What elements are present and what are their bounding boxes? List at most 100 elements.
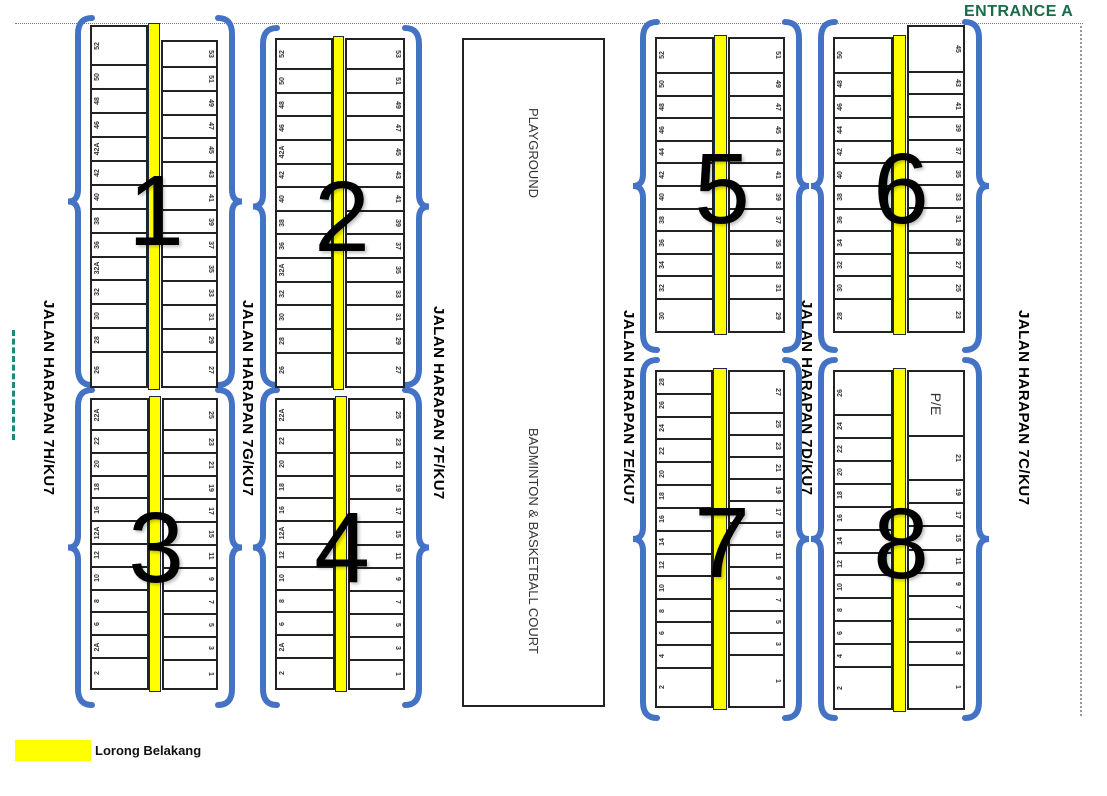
lot-cell[interactable]: 27	[163, 353, 216, 386]
lot-cell[interactable]: 36	[92, 234, 146, 258]
lot-cell[interactable]: 47	[163, 116, 216, 140]
lot-cell[interactable]: 45	[347, 141, 403, 165]
lot-cell[interactable]: 28	[92, 329, 146, 354]
lot-cell[interactable]: 24	[835, 416, 891, 439]
lot-cell[interactable]: 52	[657, 39, 712, 74]
lot-cell[interactable]: 51	[347, 70, 403, 94]
lot-cell[interactable]: 26	[92, 353, 146, 386]
lot-cell[interactable]: 42	[92, 162, 146, 186]
lot-cell[interactable]: 41	[347, 188, 403, 212]
lot-cell[interactable]: 40	[657, 187, 712, 210]
lot-cell[interactable]: 16	[277, 499, 333, 523]
lot-cell[interactable]: 8	[92, 591, 147, 614]
lot-cell[interactable]: 7	[164, 592, 216, 615]
lot-cell[interactable]: 40	[277, 188, 331, 212]
lot-cell[interactable]: 38	[277, 212, 331, 236]
lot-cell[interactable]: 32	[657, 277, 712, 301]
lot-cell[interactable]: 15	[909, 527, 963, 551]
lot-cell[interactable]: 19	[164, 477, 216, 501]
lot-cell[interactable]: 38	[835, 187, 891, 210]
lot-cell[interactable]: 14	[657, 532, 711, 555]
lot-cell[interactable]: 38	[92, 210, 146, 234]
lot-cell[interactable]: 16	[657, 509, 711, 532]
lot-cell[interactable]: 17	[909, 504, 963, 528]
lot-cell[interactable]: 12A	[92, 522, 147, 545]
lot-cell[interactable]: 21	[909, 437, 963, 482]
lot-cell[interactable]: 22A	[277, 400, 333, 432]
lot-cell[interactable]: 3	[909, 643, 963, 666]
lot-cell[interactable]: 2	[277, 659, 333, 688]
lot-cell[interactable]: 2A	[92, 636, 147, 659]
lot-cell[interactable]: 30	[277, 306, 331, 330]
lot-cell[interactable]: 41	[909, 95, 963, 119]
lot-cell[interactable]: 29	[347, 330, 403, 354]
lot-cell[interactable]: 20	[277, 454, 333, 477]
lot-cell[interactable]: 2	[835, 668, 891, 708]
lot-cell[interactable]: 50	[835, 39, 891, 74]
lot-cell[interactable]: 9	[909, 574, 963, 597]
lot-cell[interactable]: 44	[835, 119, 891, 142]
lot-cell[interactable]: 12	[277, 545, 333, 568]
lot-cell[interactable]: 1	[164, 661, 216, 688]
lot-cell[interactable]: 41	[730, 164, 783, 188]
lot-cell[interactable]: 3	[350, 638, 403, 661]
lot-cell[interactable]: 29	[909, 232, 963, 255]
lot-cell[interactable]: 50	[92, 66, 146, 91]
lot-cell[interactable]: 5	[909, 620, 963, 643]
lot-cell[interactable]: 35	[347, 259, 403, 283]
lot-cell[interactable]: 25	[164, 400, 216, 432]
lot-cell[interactable]: 43	[909, 73, 963, 96]
lot-cell[interactable]: 46	[657, 119, 712, 142]
lot-cell[interactable]: 18	[835, 485, 891, 508]
lot-cell[interactable]: 8	[835, 599, 891, 623]
lot-cell[interactable]: 12	[657, 555, 711, 578]
lot-cell[interactable]: 25	[909, 277, 963, 300]
lot-cell[interactable]: 10	[277, 568, 333, 591]
lot-cell[interactable]: 43	[163, 163, 216, 187]
lot-cell[interactable]: 52	[92, 27, 146, 67]
lot-cell[interactable]: 6	[657, 623, 711, 646]
lot-cell[interactable]: 27	[909, 254, 963, 278]
lot-cell[interactable]: 32	[277, 283, 331, 307]
lot-cell[interactable]: 21	[730, 458, 783, 480]
lot-cell[interactable]: 20	[92, 454, 147, 477]
lot-cell[interactable]: 25	[350, 400, 403, 432]
lot-cell[interactable]: 23	[350, 431, 403, 455]
lot-cell[interactable]: 19	[730, 480, 783, 502]
lot-cell[interactable]: 17	[350, 500, 403, 524]
lot-cell[interactable]: 7	[909, 597, 963, 620]
lot-cell[interactable]: 33	[163, 282, 216, 306]
lot-cell[interactable]: 39	[730, 187, 783, 210]
lot-cell[interactable]: 22	[657, 440, 711, 464]
lot-cell[interactable]: 9	[350, 569, 403, 592]
lot-cell[interactable]: 43	[347, 165, 403, 189]
lot-cell[interactable]: 21	[350, 454, 403, 478]
lot-cell[interactable]: 35	[909, 163, 963, 187]
lot-cell[interactable]: 3	[164, 638, 216, 661]
lot-cell[interactable]: 28	[277, 330, 331, 354]
lot-cell[interactable]: 20	[835, 462, 891, 485]
lot-cell[interactable]: 42A	[277, 141, 331, 165]
lot-cell[interactable]: 49	[347, 94, 403, 118]
lot-cell[interactable]: 51	[730, 39, 783, 74]
lot-cell[interactable]: 53	[163, 42, 216, 68]
lot-cell[interactable]: 42	[835, 142, 891, 165]
lot-cell[interactable]: 26	[657, 395, 711, 418]
lot-cell[interactable]: 45	[163, 139, 216, 164]
lot-cell[interactable]: 11	[909, 551, 963, 574]
lot-cell[interactable]: 50	[657, 74, 712, 97]
lot-cell[interactable]: 17	[164, 500, 216, 524]
lot-cell[interactable]: 15	[730, 524, 783, 546]
lot-cell[interactable]: 22	[835, 439, 891, 462]
lot-cell[interactable]: 48	[92, 90, 146, 115]
lot-cell[interactable]: 49	[163, 92, 216, 116]
lot-cell[interactable]: 35	[163, 258, 216, 282]
lot-cell[interactable]: 31	[909, 209, 963, 232]
lot-cell[interactable]: 23	[164, 431, 216, 455]
lot-cell[interactable]: 20	[657, 463, 711, 487]
lot-cell[interactable]: 44	[657, 142, 712, 165]
lot-cell[interactable]: 32	[835, 255, 891, 278]
lot-cell[interactable]: 46	[92, 114, 146, 138]
lot-cell[interactable]: 2	[92, 659, 147, 688]
lot-cell[interactable]: 37	[730, 210, 783, 233]
